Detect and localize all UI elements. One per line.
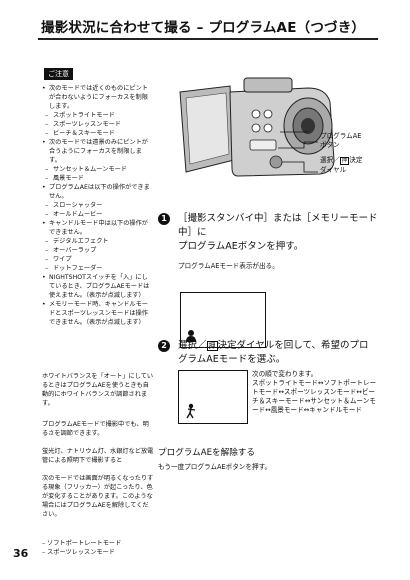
caution-subitem: 風景モード: [42, 174, 150, 183]
select-dial-label: 選択／押決定 ダイヤル: [320, 156, 362, 175]
caution-list: 次のモードでは近くのものにピントが合わないようにフォーカスを制限します。スポット…: [42, 84, 150, 327]
step-1-result: プログラムAEモード表示が出る。: [178, 262, 279, 270]
caution-bullet: メモリーモード時、キャンドルモードとスポーツレッスンモードは操作できません。（表…: [42, 300, 150, 327]
release-text: もう一度プログラムAEボタンを押す。: [158, 463, 272, 471]
mode-order-title: 次の順で変わります。: [252, 370, 318, 378]
caution-bullet: 次のモードでは近くのものにピントが合わないようにフォーカスを制限します。: [42, 84, 150, 111]
step-2-line1-b: 決定ダイヤルを回して、希望のプロ: [217, 340, 369, 351]
step-1-line3: プログラムAEボタンを押す。: [178, 241, 304, 252]
caution-subitem: スポーツレッスンモード: [42, 120, 150, 129]
step-1-line1: ［撮影スタンバイ中］または［メモリーモード: [178, 213, 378, 224]
dial-label-enter: 決定: [349, 156, 363, 164]
program-ae-label-line1: プログラムAE: [320, 132, 362, 140]
caution-subitem: スポットライトモード: [42, 111, 150, 120]
fluorescent-note: 蛍光灯、ナトリウム灯、水銀灯など放電管による照明下で撮影すると: [42, 448, 154, 464]
caution-notes: 次のモードでは近くのものにピントが合わないようにフォーカスを制限します。スポット…: [42, 84, 150, 327]
flicker-note: 次のモードでは画面が明るくなったりする現象（フリッカー）が起こったり、色が変化す…: [42, 475, 154, 518]
step-2-number: 2: [158, 340, 170, 352]
caution-subitem: ドットフェーダー: [42, 264, 150, 273]
step-1-line2: 中］に: [178, 227, 207, 238]
caution-bullet: プログラムAEは以下の操作ができません。: [42, 183, 150, 201]
dial-label-select: 選択／: [320, 156, 340, 164]
caution-badge: ご注意: [44, 68, 73, 80]
dial-label-dial: ダイヤル: [320, 166, 347, 174]
step-2-screen: [178, 370, 248, 424]
camcorder-drawing: [179, 77, 335, 177]
push-icon-2: 押: [206, 341, 218, 351]
caution-subitem: デジタルエフェクト: [42, 237, 150, 246]
step-1-instruction: ［撮影スタンバイ中］または［メモリーモード 中］に プログラムAEボタンを押す。: [178, 212, 378, 254]
step-2-line2: グラムAEモードを選ぶ。: [178, 354, 286, 365]
mode-order: 次の順で変わります。 スポットライトモード↔ソフトポートレートモード↔スポーツレ…: [252, 370, 378, 415]
camcorder-illustration: プログラムAE ボタン 選択／押決定 ダイヤル: [158, 68, 378, 198]
page-title: 撮影状況に合わせて撮る – プログラムAE（つづき）: [41, 20, 366, 36]
caution-subitem: スローシャッター: [42, 201, 150, 210]
step-1-number: 1: [158, 213, 170, 225]
caution-bullet: キャンドルモード中は以下の操作ができません。: [42, 219, 150, 237]
caution-subitem: オーバーラップ: [42, 246, 150, 255]
flicker-mode-1: – ソフトポートレートモード: [42, 540, 122, 547]
step-2-line1-a: 選択／: [178, 340, 207, 351]
page-number: 36: [13, 547, 29, 560]
step-1-screen: [180, 292, 266, 348]
caution-subitem: サンセット＆ムーンモード: [42, 165, 150, 174]
program-ae-mode-icon: [186, 330, 196, 342]
brightness-note: プログラムAEモードで撮影中でも、明るさを調節できます。: [42, 421, 149, 437]
sports-mode-icon: [186, 403, 196, 419]
push-icon: 押: [339, 157, 350, 165]
caution-subitem: ビーチ＆スキーモード: [42, 129, 150, 138]
mode-order-list: スポットライトモード↔ソフトポートレートモード↔スポーツレッスンモード↔ビーチ＆…: [252, 379, 377, 414]
release-title: プログラムAEを解除する: [158, 448, 255, 458]
title-rule: [38, 38, 378, 40]
program-ae-button-label: プログラムAE ボタン: [320, 132, 361, 150]
caution-subitem: ワイプ: [42, 255, 150, 264]
caution-bullet: 次のモードでは遠景のみにピントが合うようにフォーカスを制限します。: [42, 138, 150, 165]
step-2-instruction: 選択／押決定ダイヤルを回して、希望のプロ グラムAEモードを選ぶ。: [178, 339, 378, 367]
white-balance-note: ホワイトバランスを「オート」にしているときはプログラムAEを使うときも自動的にホ…: [42, 373, 154, 407]
program-ae-label-line2: ボタン: [320, 141, 340, 149]
caution-subitem: オールドムービー: [42, 210, 150, 219]
caution-bullet: NIGHTSHOTスイッチを「入」にしているとき、プログラムAEモードは使えませ…: [42, 273, 150, 300]
flicker-mode-2: – スポーツレッスンモード: [42, 549, 115, 556]
